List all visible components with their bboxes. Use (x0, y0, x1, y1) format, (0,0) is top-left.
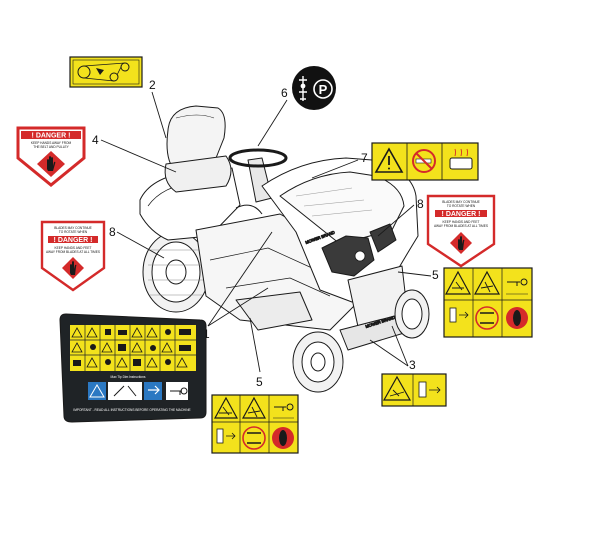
danger-left-top1: BLADES MAY CONTINUE (54, 226, 92, 230)
panel-caption: Max Tip Dim Instructions (111, 375, 146, 379)
steering-wheel (228, 148, 288, 168)
key-icon (507, 278, 528, 286)
callout-6: 6 (281, 86, 288, 100)
danger-belt-header: ! DANGER ! (32, 133, 71, 140)
callout-2: 2 (149, 78, 156, 92)
danger-right-top2: TO ROTATE WHEN (447, 204, 476, 208)
callout-4: 4 (92, 133, 99, 147)
callout-5-bottom: 5 (256, 375, 263, 389)
danger-right-top1: BLADES MAY CONTINUE (442, 200, 480, 204)
belt-routing-decal (69, 56, 143, 88)
callout-7: 7 (361, 151, 368, 165)
mower-safety-decal-right (443, 267, 533, 338)
info-icon-row (88, 382, 188, 400)
fuel-warning-decal (371, 142, 479, 181)
key-icon (170, 387, 188, 395)
callout-8-left: 8 (109, 225, 116, 239)
callout-3: 3 (409, 358, 416, 372)
hand-hazard-icon (458, 236, 465, 250)
danger-blades-decal-right: BLADES MAY CONTINUE TO ROTATE WHEN ! DAN… (426, 194, 496, 268)
callout-5-right: 5 (432, 268, 439, 282)
danger-left-body2: AWAY FROM BLADES AT ALL TIMES (46, 250, 100, 254)
danger-left-body1: KEEP HANDS AND FEET (55, 246, 92, 250)
panel-footer: IMPORTANT - READ ALL INSTRUCTIONS BEFORE… (73, 408, 190, 412)
seat (164, 105, 232, 193)
key-icon (274, 403, 294, 411)
leader-lines (100, 91, 432, 373)
parking-brake-decal: P (292, 66, 336, 110)
mower-safety-decal-bottom (211, 394, 299, 454)
hand-hazard-icon (70, 261, 77, 275)
rear-right-wheel (235, 204, 263, 215)
lawn-tractor-illustration: MOWER BRAND MOWER BRAND (139, 105, 430, 393)
operator-instructions-decal: Max Tip Dim Instructions IMPORTANT - REA… (59, 313, 207, 423)
hot-engine-icon (449, 148, 473, 170)
danger-left-top2: TO ROTATE WHEN (59, 230, 88, 234)
danger-right-header: ! DANGER ! (442, 211, 481, 218)
front-right-wheel (394, 289, 430, 339)
danger-belt-decal: ! DANGER ! KEEP HANDS AWAY FROM THE BELT… (16, 126, 86, 187)
brake-lever-icon (299, 76, 307, 101)
danger-blades-decal-left: BLADES MAY CONTINUE TO ROTATE WHEN ! DAN… (40, 220, 106, 292)
callout-8-right: 8 (417, 197, 424, 211)
danger-belt-line2: THE BELT AND PULLEY (33, 145, 69, 149)
discharge-warning-decal (381, 373, 447, 407)
hand-hazard-icon (47, 156, 56, 171)
front-left-wheel (292, 331, 344, 393)
danger-right-body1: KEEP HANDS AND FEET (443, 220, 480, 224)
danger-belt-line1: KEEP HANDS AWAY FROM (31, 141, 72, 145)
danger-left-header: ! DANGER ! (54, 237, 93, 244)
danger-right-body2: AWAY FROM BLADES AT ALL TIMES (434, 224, 488, 228)
parking-symbol: P (319, 82, 328, 97)
warning-icon-grid (70, 325, 196, 371)
no-smoking-icon (412, 149, 436, 173)
warning-triangle-icon (374, 147, 404, 173)
rear-left-wheel (142, 231, 210, 313)
